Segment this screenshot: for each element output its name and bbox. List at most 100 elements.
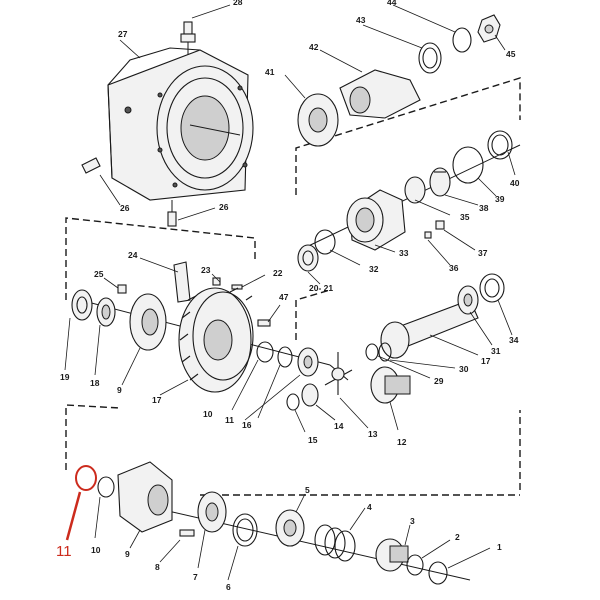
part-label-l28: 28 bbox=[233, 0, 243, 7]
part-label-l9a: 9 bbox=[125, 549, 130, 559]
part-label-l19: 19 bbox=[60, 372, 70, 382]
part-label-l40: 40 bbox=[510, 178, 520, 188]
side-bearing-cup bbox=[64, 289, 93, 371]
companion-flange bbox=[284, 74, 339, 147]
upper-group-frame bbox=[295, 77, 521, 340]
part-label-l45: 45 bbox=[506, 49, 516, 59]
part-label-l9b: 9 bbox=[117, 385, 122, 395]
part-label-l4: 4 bbox=[367, 502, 372, 512]
oil-seal bbox=[418, 42, 442, 74]
lower-differential-case bbox=[117, 461, 173, 549]
end-snap-ring bbox=[428, 561, 448, 585]
yoke bbox=[319, 49, 421, 119]
part-label-l18: 18 bbox=[90, 378, 100, 388]
ring-gear-screw bbox=[257, 304, 281, 327]
part-label-l39: 39 bbox=[495, 194, 505, 204]
part-label-l8: 8 bbox=[155, 562, 160, 572]
shim-pack bbox=[297, 244, 321, 285]
part-label-l12: 12 bbox=[397, 437, 407, 447]
spider bbox=[324, 352, 369, 429]
part-label-l25: 25 bbox=[94, 269, 104, 279]
part-label-l5: 5 bbox=[305, 485, 310, 495]
part-label-l2: 2 bbox=[455, 532, 460, 542]
part-label-l7: 7 bbox=[193, 572, 198, 582]
lower-group-frame bbox=[65, 404, 521, 496]
pinion-washer bbox=[378, 342, 456, 369]
spider-pinion bbox=[301, 383, 319, 407]
part-label-l29: 29 bbox=[434, 376, 444, 386]
part-label-l47: 47 bbox=[279, 292, 289, 302]
part-label-l17b: 17 bbox=[481, 356, 491, 366]
part-label-l38: 38 bbox=[479, 203, 489, 213]
breather-plug bbox=[180, 4, 231, 55]
part-label-l42: 42 bbox=[309, 42, 319, 52]
lock-washer bbox=[435, 220, 476, 251]
part-label-l13: 13 bbox=[368, 429, 378, 439]
part-label-l1: 1 bbox=[497, 542, 502, 552]
side-bearing-cone bbox=[94, 297, 116, 376]
drive-pinion bbox=[380, 299, 479, 359]
ring-gear bbox=[159, 287, 254, 396]
coil-spring bbox=[314, 507, 366, 562]
pinion-bearing-cone bbox=[457, 285, 493, 346]
part-label-l14: 14 bbox=[334, 421, 344, 431]
part-label-l32: 32 bbox=[369, 264, 379, 274]
part-label-l15: 15 bbox=[308, 435, 318, 445]
part-label-l23: 23 bbox=[201, 265, 211, 275]
part-label-l16: 16 bbox=[242, 420, 252, 430]
bearing-race bbox=[227, 513, 258, 581]
part-label-l34: 34 bbox=[509, 335, 519, 345]
part-label-l36: 36 bbox=[449, 263, 459, 273]
thrust-washer bbox=[256, 341, 274, 363]
bearing-cage bbox=[346, 189, 406, 253]
part-label-l37: 37 bbox=[478, 248, 488, 258]
part-label-l35: 35 bbox=[460, 212, 470, 222]
flat-washer bbox=[452, 27, 472, 53]
part-label-l2021: 20- 21 bbox=[309, 283, 333, 293]
drain-plug bbox=[81, 157, 121, 206]
part-label-l10a: 10 bbox=[91, 545, 101, 555]
part-label-l24: 24 bbox=[128, 250, 138, 260]
bearing-cup bbox=[429, 167, 479, 206]
callout-leader bbox=[65, 491, 82, 541]
part-label-l26a: 26 bbox=[120, 203, 130, 213]
case-bearing bbox=[197, 491, 227, 569]
cotter-pin bbox=[231, 274, 266, 290]
side-gear-splined bbox=[370, 366, 411, 431]
part-label-l30: 30 bbox=[459, 364, 469, 374]
part-label-l6: 6 bbox=[226, 582, 231, 592]
o-ring bbox=[277, 346, 293, 368]
spacer bbox=[314, 229, 361, 266]
part-label-l22: 22 bbox=[273, 268, 283, 278]
part-label-l43: 43 bbox=[356, 15, 366, 25]
part-label-l26b: 26 bbox=[219, 202, 229, 212]
retaining-ring bbox=[406, 554, 424, 576]
part-label-l10b: 10 bbox=[203, 409, 213, 419]
gear-housing bbox=[107, 47, 254, 201]
differential-case-half bbox=[121, 293, 167, 386]
case-bolt bbox=[159, 529, 195, 563]
part-label-l17a: 17 bbox=[152, 395, 162, 405]
part-label-l11: 11 bbox=[225, 415, 234, 425]
part-label-l31: 31 bbox=[491, 346, 501, 356]
part-label-l41: 41 bbox=[265, 67, 275, 77]
part-label-l33: 33 bbox=[399, 248, 409, 258]
middle-group-frame bbox=[65, 217, 256, 300]
highlighted-snap-ring bbox=[75, 465, 97, 491]
adjuster-lock bbox=[139, 257, 191, 303]
pinion-nut bbox=[477, 14, 506, 51]
lock-bolt bbox=[211, 273, 221, 286]
part-label-l3: 3 bbox=[410, 516, 415, 526]
splined-hub bbox=[375, 524, 411, 572]
bearing-cone bbox=[404, 176, 426, 204]
clutch-hub bbox=[275, 493, 306, 547]
pinion-spacer bbox=[365, 343, 431, 379]
side-gear bbox=[244, 347, 319, 421]
lower-thrust-washer bbox=[97, 476, 115, 498]
spider-washer bbox=[286, 393, 300, 411]
pinion-bearing-cup bbox=[479, 273, 513, 336]
part-label-l44: 44 bbox=[387, 0, 397, 7]
snap-ring bbox=[452, 146, 484, 184]
